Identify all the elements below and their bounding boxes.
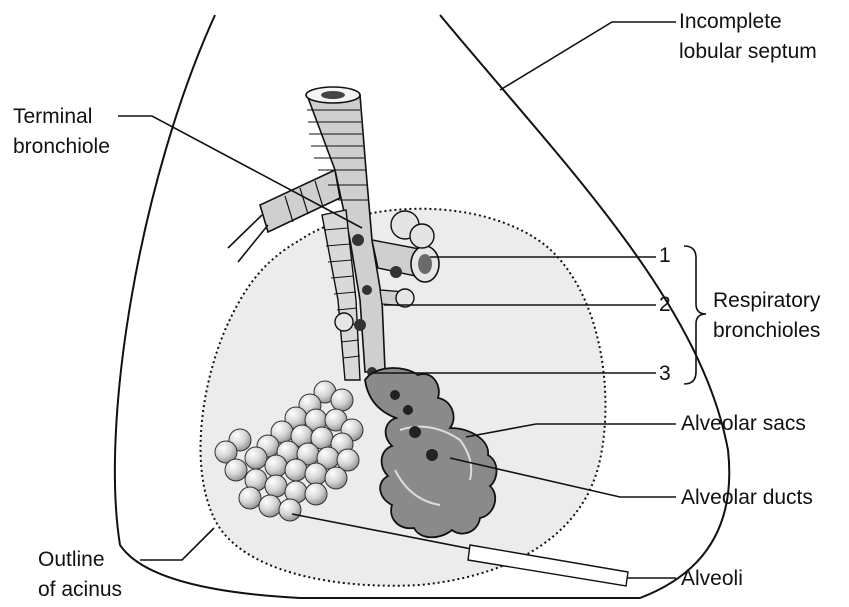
label-terminal-line2: bronchiole	[13, 134, 110, 159]
alveolus	[245, 447, 267, 469]
alveolus	[225, 459, 247, 481]
alveolus	[325, 467, 347, 489]
alveolus	[285, 459, 307, 481]
leader-septum	[500, 22, 676, 90]
label-number-1: 1	[659, 243, 671, 268]
label-number-2: 2	[659, 292, 671, 317]
alveolus	[239, 487, 261, 509]
label-alveolar-ducts: Alveolar ducts	[681, 485, 813, 510]
resp-bracket	[684, 246, 706, 384]
leader-acinus	[140, 528, 214, 560]
label-septum-line2: lobular septum	[679, 39, 817, 64]
label-acinus-line2: of acinus	[38, 577, 122, 602]
label-terminal-line1: Terminal	[13, 104, 92, 129]
label-acinus-line1: Outline	[38, 547, 105, 572]
alveolus	[305, 463, 327, 485]
alveolus	[265, 455, 287, 477]
label-septum-line1: Incomplete	[679, 9, 782, 34]
label-resp-line1: Respiratory	[713, 288, 820, 313]
label-resp-line2: bronchioles	[713, 318, 820, 343]
alveolus	[259, 495, 281, 517]
alveolus	[279, 499, 301, 521]
label-number-3: 3	[659, 361, 671, 386]
alveolus	[305, 483, 327, 505]
alveolus	[265, 475, 287, 497]
label-alveolar-sacs: Alveolar sacs	[681, 411, 806, 436]
label-alveoli: Alveoli	[681, 566, 743, 591]
alveolus	[331, 389, 353, 411]
